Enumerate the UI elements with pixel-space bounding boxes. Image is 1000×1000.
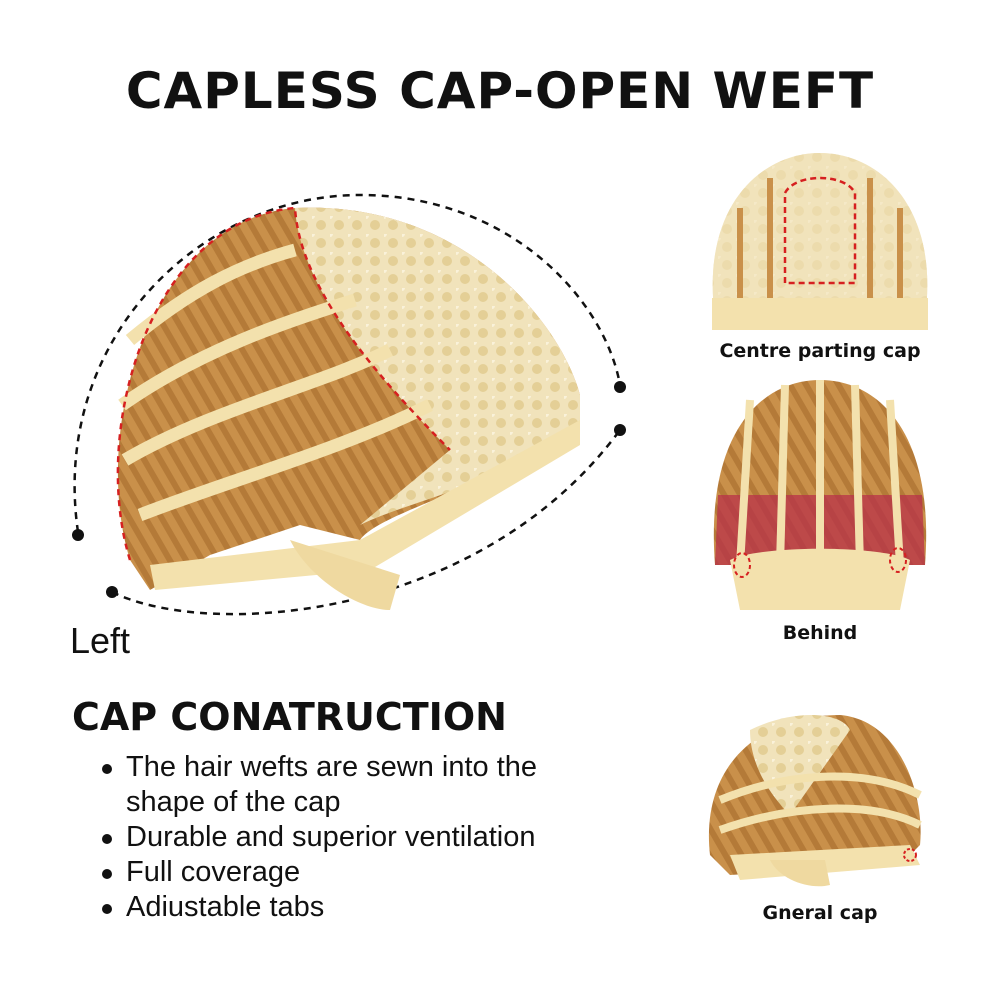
feature-list: The hair wefts are sewn into the shape o… <box>100 750 620 925</box>
main-view-label: Left <box>70 620 131 661</box>
list-item: Adiustable tabs <box>100 890 620 925</box>
wig-cap-centre-parting-view-icon <box>712 153 928 330</box>
wig-cap-behind-view-icon <box>713 380 927 610</box>
list-item: The hair wefts are sewn into the shape o… <box>100 750 620 820</box>
wig-cap-left-view-illustration <box>60 180 650 630</box>
list-item: Durable and superior ventilation <box>100 820 620 855</box>
section-heading: CAP CONATRUCTION <box>72 695 507 739</box>
centre-parting-label: Centre parting cap <box>719 340 921 362</box>
behind-label: Behind <box>782 622 858 644</box>
wig-cap-left-view-icon <box>72 193 626 616</box>
general-cap-view <box>700 705 940 890</box>
behind-view <box>700 375 940 610</box>
general-cap-label: Gneral cap <box>762 902 878 924</box>
wig-cap-general-view-icon <box>708 715 922 887</box>
centre-parting-view <box>700 148 940 333</box>
page-title: CAPLESS CAP-OPEN WEFT <box>125 62 875 120</box>
list-item: Full coverage <box>100 855 620 890</box>
